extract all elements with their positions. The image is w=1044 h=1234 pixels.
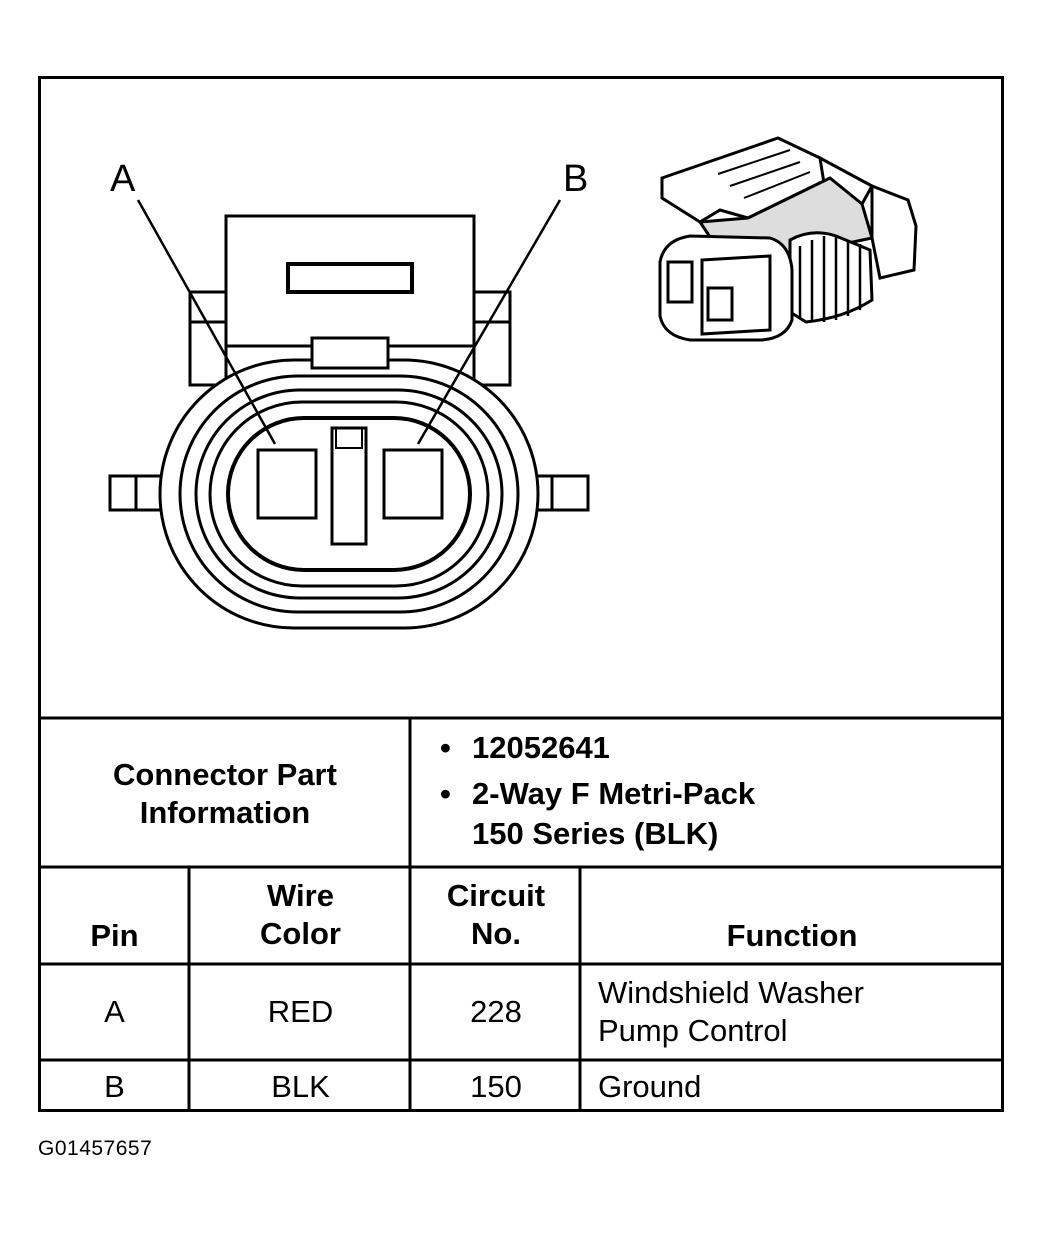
header-pin: Pin: [90, 918, 139, 953]
part-number: 12052641: [472, 730, 610, 765]
pin-label-b: B: [563, 158, 589, 200]
row-b-wire-color: BLK: [271, 1069, 330, 1104]
connector-description-line2: 150 Series (BLK): [472, 816, 719, 851]
table-grid: [38, 716, 1004, 1112]
connector-info-label: Connector Part Information: [113, 757, 337, 830]
cavity-a: [256, 448, 318, 520]
row-b-circuit: 150: [470, 1069, 522, 1104]
connector-face: [108, 214, 590, 630]
row-a-function: Windshield Washer Pump Control: [598, 975, 864, 1048]
row-a-wire-color: RED: [267, 994, 334, 1029]
bullet-icon: •: [440, 730, 451, 765]
latch-window: [286, 262, 414, 294]
diagram-frame: [38, 76, 1004, 1112]
figure-id: G01457657: [38, 1137, 153, 1160]
bullet-icon: •: [440, 776, 451, 811]
key-tab: [310, 336, 390, 370]
leader-line-a: [136, 199, 277, 445]
leader-lines: [136, 199, 562, 445]
header-circuit-no: Circuit No.: [446, 878, 546, 951]
row-b-function: Ground: [598, 1069, 702, 1104]
row-a-pin: A: [104, 994, 125, 1029]
header-function: Function: [726, 918, 858, 953]
leader-line-b: [416, 199, 562, 445]
connector-3d-illustration: [658, 136, 918, 342]
header-wire-color: Wire Color: [260, 878, 341, 951]
connector-description-line1: 2-Way F Metri-Pack: [472, 776, 756, 811]
center-rib: [330, 426, 368, 546]
pin-label-a: A: [110, 158, 136, 200]
cavity-b: [382, 448, 444, 520]
row-b-pin: B: [104, 1069, 125, 1104]
row-a-circuit: 228: [470, 994, 522, 1029]
